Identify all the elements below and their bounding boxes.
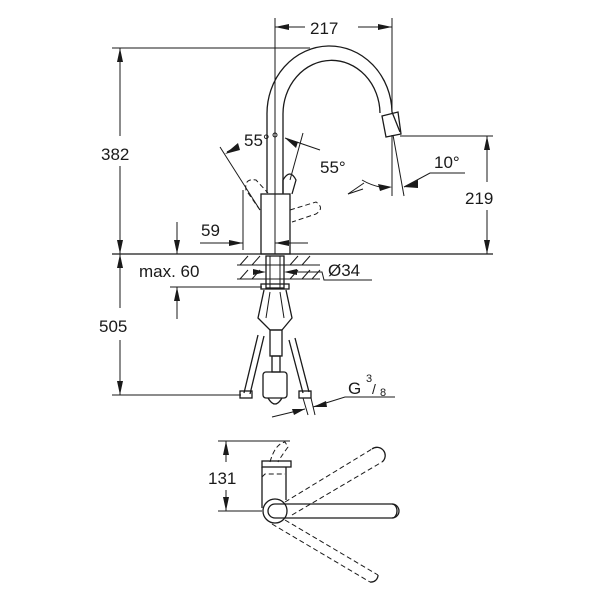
dimension-131: 131	[208, 440, 290, 512]
hoses	[239, 289, 316, 416]
dimension-label: 382	[101, 145, 129, 164]
faucet-side-view	[245, 45, 402, 255]
hole-diameter-label: Ø34	[328, 261, 360, 280]
dimension-505: 505	[99, 254, 241, 396]
thread-callout: G 3 / 8	[271, 373, 395, 418]
dimension-59: 59	[200, 190, 308, 250]
dimension-max-60: max. 60	[139, 222, 262, 319]
weight	[262, 371, 288, 399]
thread-label: G	[348, 379, 361, 398]
dimension-219: 219	[400, 135, 493, 254]
spout-head	[381, 111, 402, 138]
dimension-label: max. 60	[139, 262, 199, 281]
angle-dimensions: 55° 55° 10°	[219, 131, 465, 211]
angle-label-spout: 10°	[434, 153, 460, 172]
angle-label-right: 55°	[320, 158, 346, 177]
dimension-label: 131	[208, 469, 236, 488]
lever	[282, 173, 297, 195]
dimension-label: 219	[465, 189, 493, 208]
lever-left-ghost	[245, 179, 269, 211]
dimension-217: 217	[274, 18, 393, 254]
spout-base-ring	[262, 498, 288, 524]
angle-label-left: 55°	[244, 131, 270, 150]
faucet-top-view	[261, 441, 400, 583]
spout-outer	[266, 45, 401, 193]
hose-nut-right	[298, 390, 312, 399]
countertop-section: Ø34	[112, 253, 493, 290]
dimension-382: 382	[101, 47, 310, 254]
spout-inner	[282, 59, 381, 193]
svg-text:/: /	[372, 381, 376, 397]
thread-denominator: 8	[380, 387, 386, 399]
lever-right-ghost	[289, 201, 321, 223]
thread-numerator: 3	[366, 373, 372, 385]
dimension-label: 505	[99, 317, 127, 336]
threaded-shank	[265, 255, 285, 289]
dimension-label: 217	[310, 19, 338, 38]
lever-top	[261, 460, 292, 468]
dimension-label: 59	[201, 221, 220, 240]
hose-connector	[269, 329, 283, 357]
